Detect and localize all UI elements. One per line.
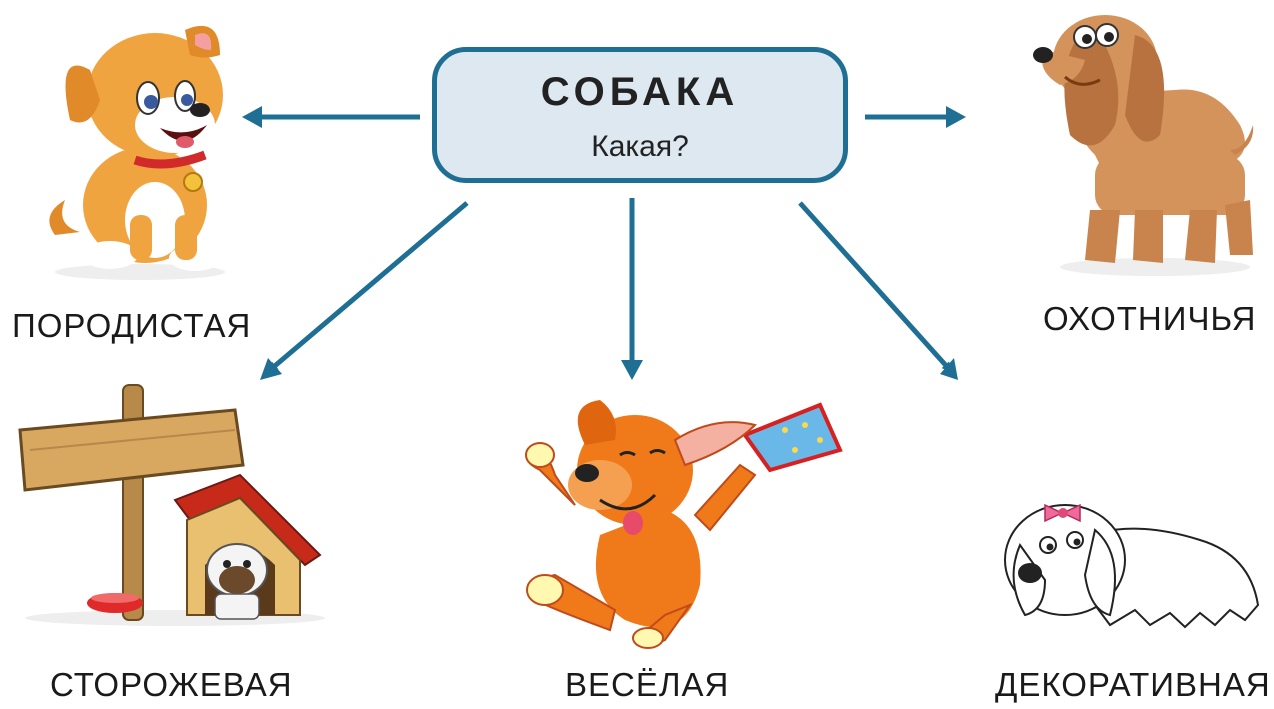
label-pedigree: ПОРОДИСТАЯ (12, 307, 252, 344)
label-hunting: ОХОТНИЧЬЯ (1043, 300, 1257, 337)
label-decorative: ДЕКОРАТИВНАЯ (995, 666, 1271, 703)
arrow-to-guard (267, 201, 469, 372)
guard-dog-kennel-illustration (18, 384, 325, 626)
pedigree-dog-illustration (49, 25, 225, 280)
decorative-dog-illustration (1004, 503, 1260, 629)
label-guard: СТОРОЖЕВАЯ (50, 666, 293, 703)
center-title: СОБАКА (540, 70, 740, 114)
arrow-to-decorative (798, 201, 953, 373)
center-node: СОБАКА Какая? (432, 47, 848, 183)
label-cheerful: ВЕСЁЛАЯ (565, 666, 730, 703)
center-question: Какая? (591, 130, 689, 163)
hunting-dog-illustration (1033, 15, 1254, 276)
cheerful-dog-illustration (525, 400, 843, 649)
